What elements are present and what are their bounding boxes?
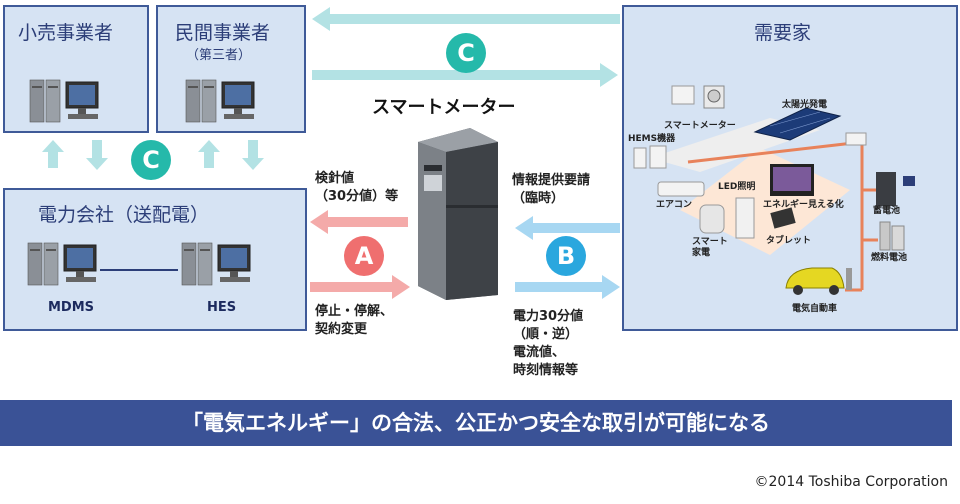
retail-computer-icon xyxy=(29,79,99,123)
a-arrow-right xyxy=(310,275,410,299)
home-battery-label: 蓄電池 xyxy=(873,206,901,216)
home-led-label: LED照明 xyxy=(718,182,756,192)
battery-icon xyxy=(876,172,915,206)
c-arrow-up-1 xyxy=(42,140,64,168)
hes-computer-icon xyxy=(181,242,251,286)
solar-panel-icon xyxy=(753,107,842,141)
tv-icon xyxy=(770,164,814,196)
retail-box xyxy=(3,5,149,133)
circle-c-left: C xyxy=(131,140,171,180)
customer-title: 需要家 xyxy=(754,22,812,44)
smart-meter-device-icon xyxy=(418,128,498,300)
private-title: 民間事業者 xyxy=(175,22,271,44)
c-arrow-down-1 xyxy=(86,140,108,170)
private-box xyxy=(156,5,306,133)
private-subtitle: （第三者） xyxy=(186,48,252,63)
meter-reading-label: 検針値 （30分値）等 xyxy=(315,171,399,204)
home-aircon-label: エアコン xyxy=(656,200,693,210)
info-request-label: 情報提供要請 （臨時） xyxy=(512,173,591,206)
hes-label: HES xyxy=(207,300,237,315)
private-computer-icon xyxy=(185,79,255,123)
a-arrow-left xyxy=(310,210,408,234)
home-solar-label: 太陽光発電 xyxy=(782,100,828,110)
power-values-label: 電力30分値 （順・逆） 電流値、 時刻情報等 xyxy=(513,309,584,378)
fuel-cell-icon xyxy=(879,221,905,251)
c-arrow-up-2 xyxy=(198,140,220,168)
ev-icon xyxy=(785,267,852,295)
aircon-icon xyxy=(657,181,705,197)
c-arrow-down-2 xyxy=(242,140,264,170)
hems-icon xyxy=(633,145,667,169)
smart-meter-small-icon xyxy=(671,85,725,109)
mdms-computer-icon xyxy=(27,242,97,286)
home-smart-appliance-label: スマート 家電 xyxy=(692,237,728,258)
mdms-label: MDMS xyxy=(48,300,95,315)
stop-reconnect-label: 停止・停解、 契約変更 xyxy=(315,304,394,337)
home-ev-label: 電気自動車 xyxy=(792,304,838,314)
appliance-icons xyxy=(699,197,796,239)
b-arrow-left xyxy=(515,216,620,240)
smart-meter-title: スマートメーター xyxy=(372,97,516,118)
utility-title: 電力会社（送配電） xyxy=(38,204,210,226)
home-energy-visual-label: エネルギー見える化 xyxy=(763,200,844,210)
circle-c-top: C xyxy=(446,33,486,73)
circle-a: A xyxy=(344,236,384,276)
power-conditioner-icon xyxy=(845,132,867,146)
summary-banner: 「電気エネルギー」の合法、公正かつ安全な取引が可能になる xyxy=(0,400,952,446)
circle-b: B xyxy=(546,236,586,276)
c-arrow-left xyxy=(312,7,620,31)
home-smart-meter-label: スマートメーター xyxy=(664,121,736,131)
c-arrow-right xyxy=(312,63,618,87)
home-hems-label: HEMS機器 xyxy=(628,134,676,144)
home-tablet-label: タブレット xyxy=(766,236,812,246)
copyright: ©2014 Toshiba Corporation xyxy=(754,474,949,490)
b-arrow-right xyxy=(515,275,620,299)
home-fuel-cell-label: 燃料電池 xyxy=(871,253,908,263)
retail-title: 小売事業者 xyxy=(18,22,114,44)
